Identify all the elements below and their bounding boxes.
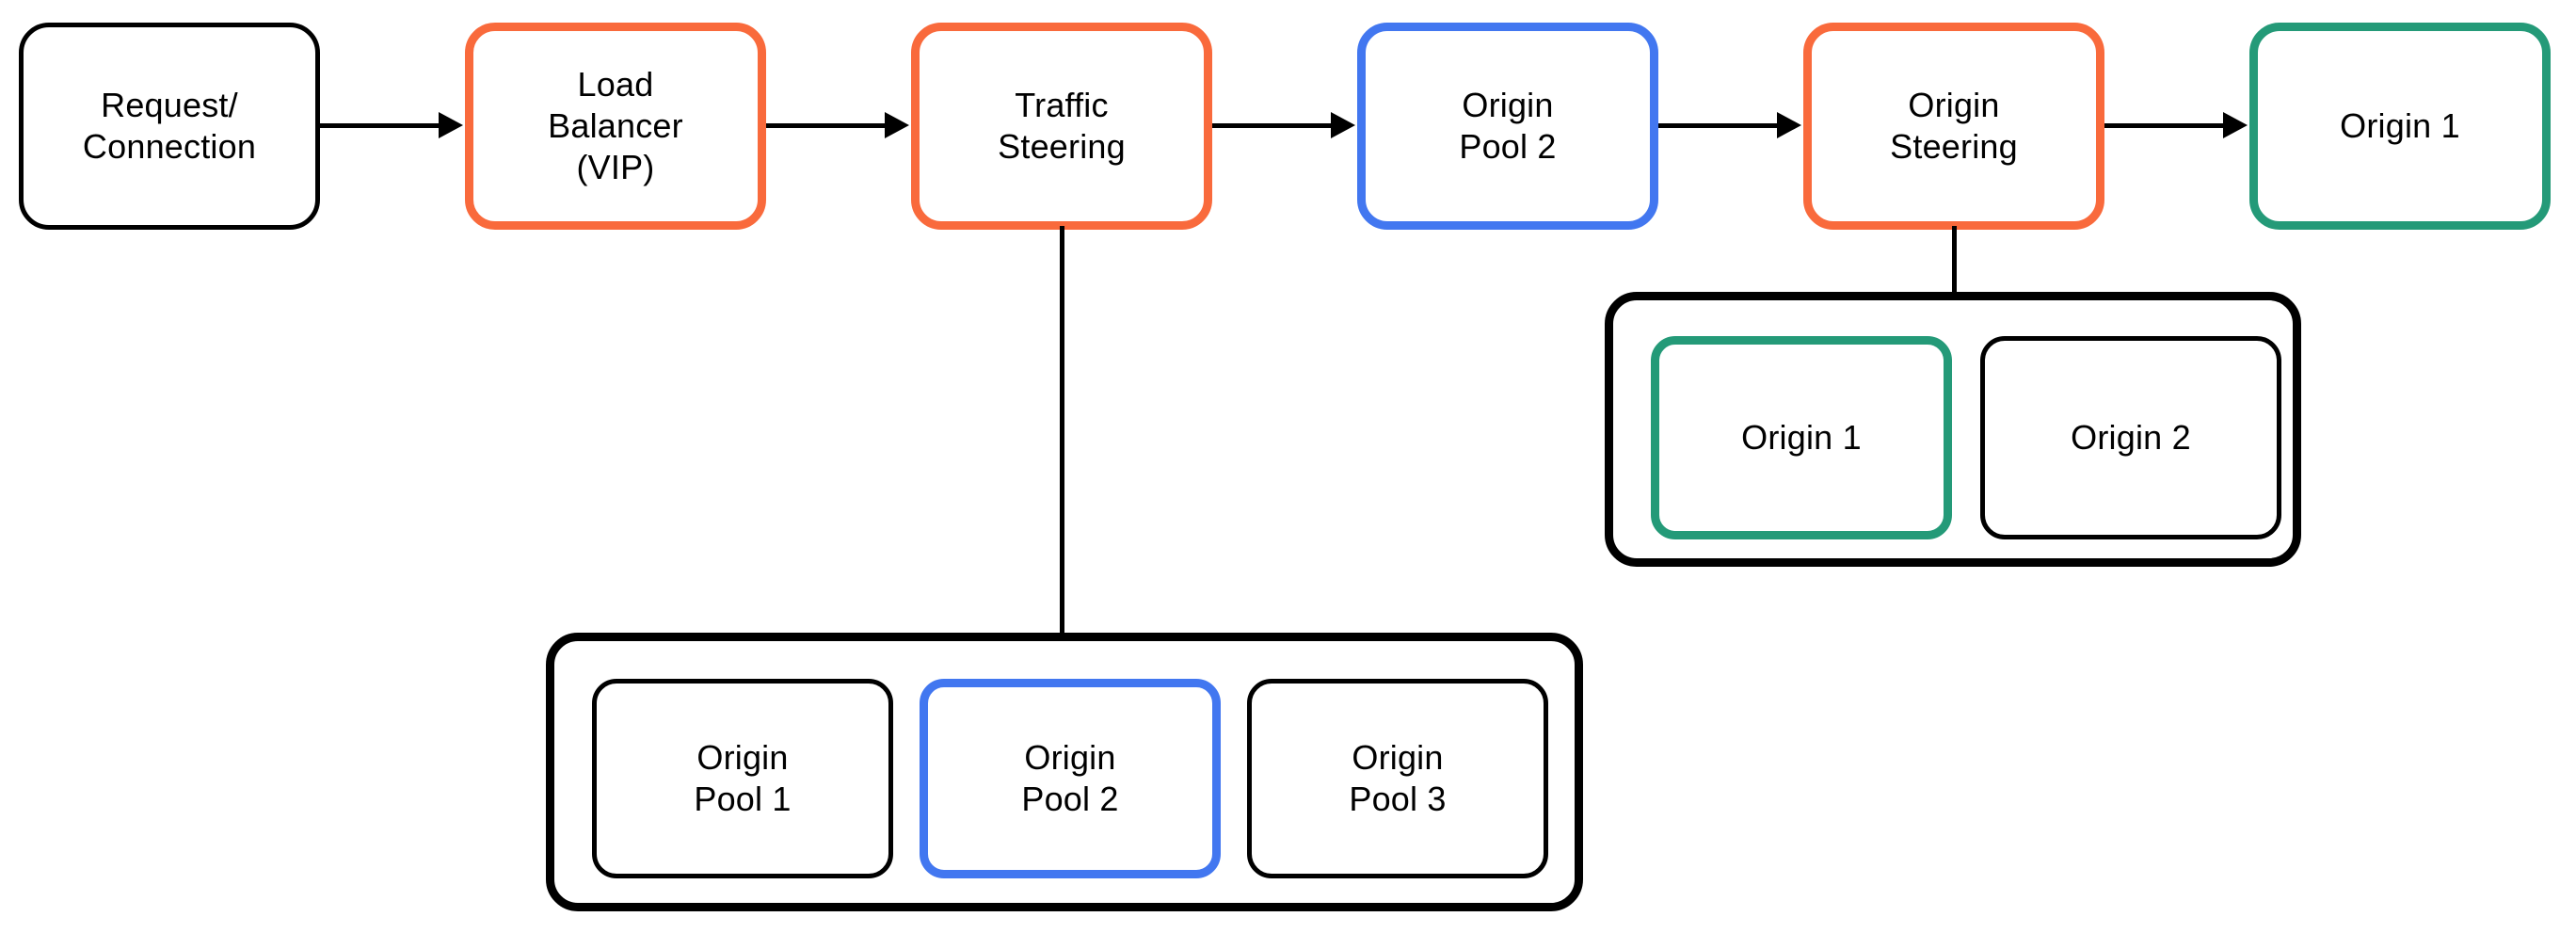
origin-group-item-origin-1[interactable]: Origin 1 [1651, 336, 1952, 539]
origin-pool-group-item-pool-2[interactable]: Origin Pool 2 [920, 679, 1221, 878]
arrow-originsteering-to-origin1-line [2104, 123, 2225, 128]
arrow-request-to-loadbalancer-line [320, 123, 440, 128]
node-request-connection[interactable]: Request/ Connection [19, 23, 320, 230]
arrow-loadbalancer-to-trafficsteering-line [766, 123, 887, 128]
arrow-loadbalancer-to-trafficsteering-head [885, 112, 909, 138]
connector-originsteering-to-origin-group [1952, 226, 1957, 294]
arrow-originpool2-to-originsteering-head [1777, 112, 1801, 138]
node-origin-1[interactable]: Origin 1 [2249, 23, 2551, 230]
node-traffic-steering[interactable]: Traffic Steering [911, 23, 1212, 230]
connector-trafficsteering-to-pool-group [1060, 226, 1064, 635]
arrow-originpool2-to-originsteering-line [1658, 123, 1779, 128]
origin-pool-group-item-pool-3[interactable]: Origin Pool 3 [1247, 679, 1548, 878]
origin-pool-group-item-pool-1[interactable]: Origin Pool 1 [592, 679, 893, 878]
arrow-request-to-loadbalancer-head [439, 112, 463, 138]
node-origin-pool-2[interactable]: Origin Pool 2 [1357, 23, 1658, 230]
origin-group-item-origin-2[interactable]: Origin 2 [1980, 336, 2281, 539]
arrow-trafficsteering-to-originpool2-head [1331, 112, 1355, 138]
node-origin-steering[interactable]: Origin Steering [1803, 23, 2104, 230]
node-load-balancer-vip[interactable]: Load Balancer (VIP) [465, 23, 766, 230]
arrow-originsteering-to-origin1-head [2223, 112, 2248, 138]
arrow-trafficsteering-to-originpool2-line [1212, 123, 1333, 128]
origin-pool-group: Origin Pool 1 Origin Pool 2 Origin Pool … [546, 633, 1583, 911]
origin-group: Origin 1 Origin 2 [1605, 292, 2301, 567]
